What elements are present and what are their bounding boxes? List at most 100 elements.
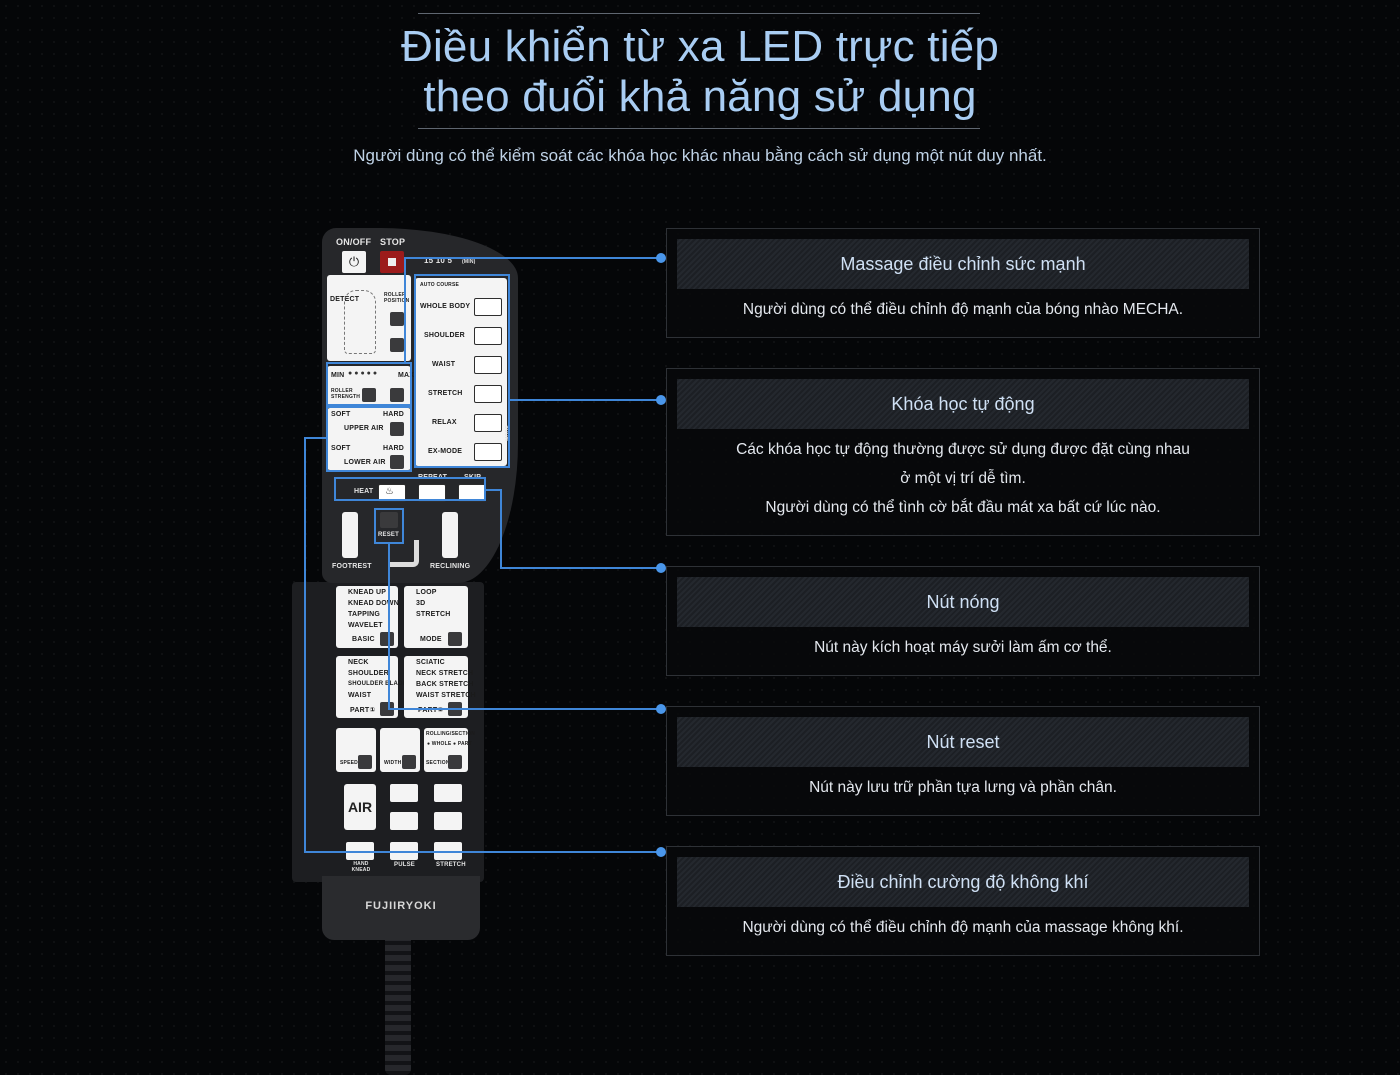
part2-label: PART② bbox=[418, 707, 444, 714]
air-leg-button[interactable] bbox=[390, 812, 418, 830]
relax-label: RELAX bbox=[432, 419, 457, 426]
connector-air-v bbox=[304, 437, 306, 853]
title-top-rule bbox=[418, 13, 980, 14]
speed-label: SPEED bbox=[340, 760, 358, 766]
rolling-section-label: ROLLING/SECTION bbox=[426, 731, 476, 737]
upper-air-button[interactable] bbox=[390, 422, 404, 436]
highlight-auto-course bbox=[414, 274, 510, 468]
neck-label: NECK bbox=[348, 659, 369, 666]
whole-part-label: ● WHOLE ● PART bbox=[427, 741, 472, 747]
basic-button[interactable] bbox=[380, 632, 394, 646]
reset-label: RESET bbox=[378, 532, 400, 538]
card-auto-course: Khóa học tự động Các khóa học tự động th… bbox=[666, 368, 1260, 536]
footrest-up-button[interactable] bbox=[342, 512, 358, 558]
upper-air-label: UPPER AIR bbox=[344, 425, 384, 432]
part1-button[interactable] bbox=[380, 702, 394, 716]
roller-down-button[interactable] bbox=[390, 338, 404, 352]
connector-heat-h bbox=[500, 567, 660, 569]
lower-air-label: LOWER AIR bbox=[344, 459, 386, 466]
page-title-line-2: theo đuổi khả năng sử dụng bbox=[423, 72, 977, 121]
section-label: SECTION bbox=[426, 760, 450, 766]
card-air-line-1: Người dùng có thể điều chỉnh độ mạnh của… bbox=[742, 919, 1184, 936]
width-label: WIDTH bbox=[384, 760, 402, 766]
relax-button[interactable] bbox=[474, 414, 502, 432]
connector-air-h bbox=[304, 851, 660, 853]
mode-button[interactable] bbox=[448, 632, 462, 646]
card-reset-title: Nút reset bbox=[677, 717, 1249, 767]
highlight-strength bbox=[326, 362, 412, 406]
on-off-label: ON/OFF bbox=[336, 237, 372, 247]
air-shoulder-button[interactable] bbox=[390, 784, 418, 802]
upper-soft-label: SOFT bbox=[331, 411, 351, 418]
sciatic-label: SCIATIC bbox=[416, 659, 445, 666]
shoulder-button[interactable] bbox=[474, 327, 502, 345]
power-button[interactable]: ⏻ bbox=[342, 251, 366, 273]
card-heat: Nút nóng Nút này kích hoạt máy sưởi làm … bbox=[666, 566, 1260, 676]
waist-button[interactable] bbox=[474, 356, 502, 374]
card-air-body: Người dùng có thể điều chỉnh độ mạnh của… bbox=[677, 913, 1249, 942]
waist-label: WAIST bbox=[432, 361, 456, 368]
card-heat-line-1: Nút này kích hoạt máy sưởi làm ấm cơ thể… bbox=[814, 639, 1112, 656]
card-air: Điều chỉnh cường độ không khí Người dùng… bbox=[666, 846, 1260, 956]
strength-up-button[interactable] bbox=[390, 388, 404, 402]
lower-soft-label: SOFT bbox=[331, 445, 351, 452]
remote-brand-logo: FUJIIRYOKI bbox=[365, 900, 437, 912]
lower-air-button[interactable] bbox=[390, 455, 404, 469]
mode-label: MODE bbox=[420, 636, 442, 643]
connector-strength-dot bbox=[656, 253, 666, 263]
air-button[interactable]: AIR bbox=[344, 784, 376, 830]
stop-label: STOP bbox=[380, 237, 406, 247]
knead-down-label: KNEAD DOWN bbox=[348, 600, 399, 607]
shoulder-label: SHOULDER bbox=[424, 332, 465, 339]
whole-body-label: WHOLE BODY bbox=[420, 303, 471, 310]
heat-button[interactable]: ♨ bbox=[378, 484, 406, 502]
page-title-line-1: Điều khiển từ xa LED trực tiếp bbox=[400, 22, 1000, 71]
connector-reset-dot bbox=[656, 704, 666, 714]
card-strength-body: Người dùng có thể điều chỉnh độ mạnh của… bbox=[677, 295, 1249, 324]
reclining-button[interactable] bbox=[442, 512, 458, 558]
remote-base bbox=[322, 876, 480, 940]
air-foot-button[interactable] bbox=[434, 812, 462, 830]
connector-strength-h bbox=[404, 257, 660, 259]
connector-air-h0 bbox=[304, 437, 328, 439]
part-waist-label: WAIST bbox=[348, 692, 372, 699]
part-shoulder-label: SHOULDER bbox=[348, 670, 389, 677]
card-reset: Nút reset Nút này lưu trữ phần tựa lưng … bbox=[666, 706, 1260, 816]
roller-up-button[interactable] bbox=[390, 312, 404, 326]
width-button[interactable] bbox=[402, 755, 416, 769]
title-bottom-rule bbox=[418, 128, 980, 129]
reset-button[interactable] bbox=[380, 512, 398, 528]
whole-body-button[interactable] bbox=[474, 298, 502, 316]
card-reset-line-1: Nút này lưu trữ phần tựa lưng và phần ch… bbox=[809, 779, 1117, 796]
upper-hard-label: HARD bbox=[383, 411, 405, 418]
speed-button[interactable] bbox=[358, 755, 372, 769]
lower-hard-label: HARD bbox=[383, 445, 405, 452]
card-auto-course-line-3: Người dùng có thể tình cờ bắt đầu mát xa… bbox=[765, 499, 1161, 516]
auto-course-label: AUTO COURSE bbox=[420, 282, 460, 288]
wavelet-label: WAVELET bbox=[348, 622, 383, 629]
page-subtitle: Người dùng có thể kiểm soát các khóa học… bbox=[353, 146, 1047, 165]
stretch-air-label: STRETCH bbox=[436, 862, 466, 868]
card-air-title: Điều chỉnh cường độ không khí bbox=[677, 857, 1249, 907]
hand-knead-label: HAND KNEAD bbox=[351, 861, 371, 873]
pulse-label: PULSE bbox=[394, 862, 416, 868]
ex-mode-label: EX-MODE bbox=[428, 448, 463, 455]
connector-heat-dot bbox=[656, 563, 666, 573]
connector-reset-h bbox=[388, 708, 660, 710]
card-reset-body: Nút này lưu trữ phần tựa lưng và phần ch… bbox=[677, 773, 1249, 802]
3d-label: 3D bbox=[416, 600, 426, 607]
mode-stretch-label: STRETCH bbox=[416, 611, 451, 618]
heat-icon: ♨ bbox=[385, 486, 394, 497]
section-button[interactable] bbox=[448, 755, 462, 769]
air-waist-button[interactable] bbox=[434, 784, 462, 802]
repeat-button[interactable] bbox=[418, 484, 446, 502]
card-strength: Massage điều chỉnh sức mạnh Người dùng c… bbox=[666, 228, 1260, 338]
connector-auto-dot bbox=[656, 395, 666, 405]
stretch-button[interactable] bbox=[474, 385, 502, 403]
ex-mode-button[interactable] bbox=[474, 443, 502, 461]
card-auto-course-body: Các khóa học tự động thường được sử dụng… bbox=[677, 435, 1249, 522]
stop-button[interactable] bbox=[380, 251, 404, 273]
waist-stretch-label: WAIST STRETCH bbox=[416, 692, 476, 699]
connector-reset-v bbox=[388, 544, 390, 710]
strength-down-button[interactable] bbox=[362, 388, 376, 402]
